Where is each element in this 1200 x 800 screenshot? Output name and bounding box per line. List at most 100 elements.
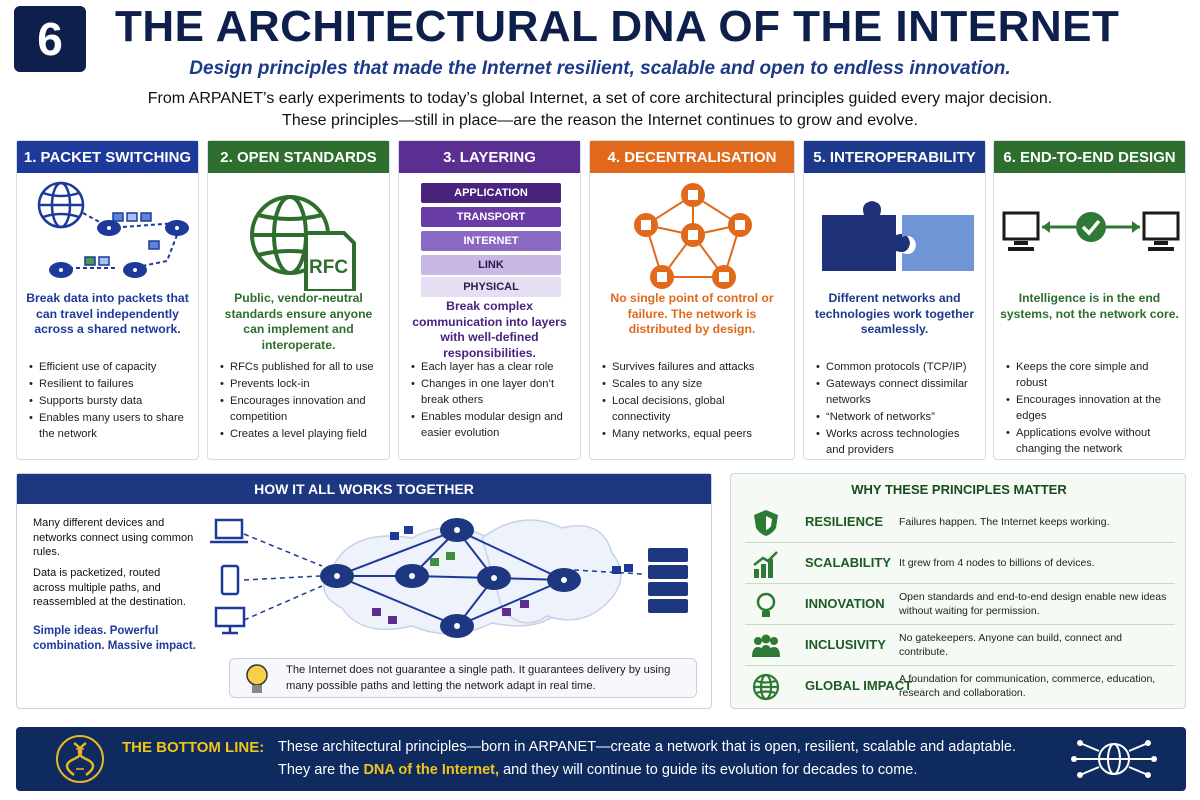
why-row-inclusivity: INCLUSIVITY No gatekeepers. Anyone can b… [745,625,1175,666]
how-paragraph-3: Simple ideas. Powerful combination. Mass… [33,625,196,652]
list-item: Efficient use of capacity [29,359,190,375]
principle-card-layering: 3. LAYERING APPLICATION TRANSPORT INTERN… [398,140,581,460]
list-item: Many networks, equal peers [602,426,786,442]
card-description: Intelligence is in the end systems, not … [1000,291,1179,321]
list-item: Keeps the core simple and robust [1006,359,1177,391]
how-paragraph-1: Many different devices and networks conn… [33,517,194,558]
list-item: Resilient to failures [29,376,190,392]
list-item: Each layer has a clear role [411,359,572,375]
card-description: No single point of control or failure. T… [610,291,774,336]
card-bullet-list: Keeps the core simple and robust Encoura… [994,355,1185,457]
bottom-line-2-end: and they will continue to guide its evol… [499,762,918,778]
layer-application: APPLICATION [421,183,561,203]
globe-document-icon: RFC [208,173,389,293]
card-bullet-list: Efficient use of capacity Resilient to f… [17,355,198,442]
list-item: Supports bursty data [29,393,190,409]
lightbulb-icon [246,664,268,693]
why-row-global-impact: GLOBAL IMPACT A foundation for communica… [745,666,1175,707]
card-description: Break complex communication into layers … [412,299,567,360]
list-item: RFCs published for all to use [220,359,381,375]
internet-note: The Internet does not guarantee a single… [229,658,697,698]
rfc-icon-label: RFC [309,257,348,278]
mesh-network-icon [590,173,794,291]
card-description: Public, vendor-neutral standards ensure … [224,291,373,352]
why-row-scalability: SCALABILITY It grew from 4 nodes to bill… [745,543,1175,584]
internet-note-text: The Internet does not guarantee a single… [286,664,671,692]
server-stack-icon [648,548,688,613]
list-item: Enables modular design and easier evolut… [411,409,572,441]
why-label: GLOBAL IMPACT [805,678,913,693]
globe-icon [752,673,780,701]
why-principles-panel: WHY THESE PRINCIPLES MATTER RESILIENCE F… [730,473,1186,709]
card-bullet-list: RFCs published for all to use Prevents l… [208,355,389,442]
list-item: Encourages innovation at the edges [1006,392,1177,424]
layer-physical: PHYSICAL [421,277,561,297]
people-icon [752,634,780,657]
list-item: Changes in one layer don’t break others [411,376,572,408]
bottom-line-highlight: DNA of the Internet, [363,762,500,778]
card-bullet-list: Each layer has a clear role Changes in o… [399,355,580,441]
network-globe-icon [1071,740,1157,778]
list-item: Local decisions, global connectivity [602,393,786,425]
bottom-line-text: These architectural principles—born in A… [278,736,1016,782]
packet-network-icon [17,173,198,291]
principle-card-end-to-end: 6. END-TO-END DESIGN Intelligence is in … [993,140,1186,460]
card-title: 4. DECENTRALISATION [590,141,794,173]
list-item: Scales to any size [602,376,786,392]
principle-card-open-standards: 2. OPEN STANDARDS RFC Public, vendor-neu… [207,140,390,460]
why-text: Open standards and end-to-end design ena… [899,591,1167,617]
desktop-icon [214,606,246,635]
bottom-line-label: THE BOTTOM LINE: [122,739,265,756]
list-item: Prevents lock-in [220,376,381,392]
why-label: INNOVATION [805,596,885,611]
laptop-icon [210,518,248,544]
lightbulb-icon [756,592,776,617]
how-it-works-panel: HOW IT ALL WORKS TOGETHER Many different… [16,473,712,709]
card-description: Break data into packets that can travel … [26,291,189,336]
layer-transport: TRANSPORT [421,207,561,227]
why-text: No gatekeepers. Anyone can build, connec… [899,632,1122,658]
why-text: A foundation for communication, commerce… [899,673,1156,699]
intro-line-1: From ARPANET’s early experiments to toda… [147,90,1053,107]
list-item: Applications evolve without changing the… [1006,425,1177,457]
list-item: Common protocols (TCP/IP) [816,359,977,375]
intro-line-2: These principles—still in place—are the … [282,112,918,129]
why-label: INCLUSIVITY [805,637,886,652]
phone-icon [220,564,240,596]
shield-icon [754,510,778,536]
list-item: Enables many users to share the network [29,410,190,442]
why-row-resilience: RESILIENCE Failures happen. The Internet… [745,502,1175,543]
growth-chart-icon [753,551,778,578]
section-number-badge: 6 [14,6,86,72]
principle-card-decentralisation: 4. DECENTRALISATION No single point of c… [589,140,795,460]
list-item: Survives failures and attacks [602,359,786,375]
layer-internet: INTERNET [421,231,561,251]
layer-stack-icon: APPLICATION TRANSPORT INTERNET LINK PHYS… [399,173,580,297]
bottom-line-2-start: They are the [278,762,364,778]
card-title: 1. PACKET SWITCHING [17,141,198,173]
layer-link: LINK [421,255,561,275]
list-item: Creates a level playing field [220,426,381,442]
list-item: Gateways connect dissimilar networks [816,376,977,408]
how-it-works-title: HOW IT ALL WORKS TOGETHER [17,474,711,504]
page-title: THE ARCHITECTURAL DNA OF THE INTERNET [115,2,1120,51]
why-text: It grew from 4 nodes to billions of devi… [899,557,1095,569]
why-label: SCALABILITY [805,555,891,570]
why-text: Failures happen. The Internet keeps work… [899,516,1110,528]
dna-icon [56,735,104,783]
bottom-line-2: They are the DNA of the Internet, and th… [278,759,1016,782]
card-title: 2. OPEN STANDARDS [208,141,389,173]
principle-card-packet-switching: 1. PACKET SWITCHING Break data into pa [16,140,199,460]
card-title: 3. LAYERING [399,141,580,173]
card-description: Different networks and technologies work… [814,291,975,336]
list-item: “Network of networks” [816,409,977,425]
bottom-line-1: These architectural principles—born in A… [278,739,1017,755]
page-subtitle: Design principles that made the Internet… [189,58,1011,79]
intro-text: From ARPANET’s early experiments to toda… [0,88,1200,132]
card-bullet-list: Common protocols (TCP/IP) Gateways conne… [804,355,985,458]
network-diagram [210,518,688,638]
why-label: RESILIENCE [805,514,884,529]
card-title: 6. END-TO-END DESIGN [994,141,1185,173]
principle-card-interoperability: 5. INTEROPERABILITY Different networks a… [803,140,986,460]
why-row-innovation: INNOVATION Open standards and end-to-end… [745,584,1175,625]
